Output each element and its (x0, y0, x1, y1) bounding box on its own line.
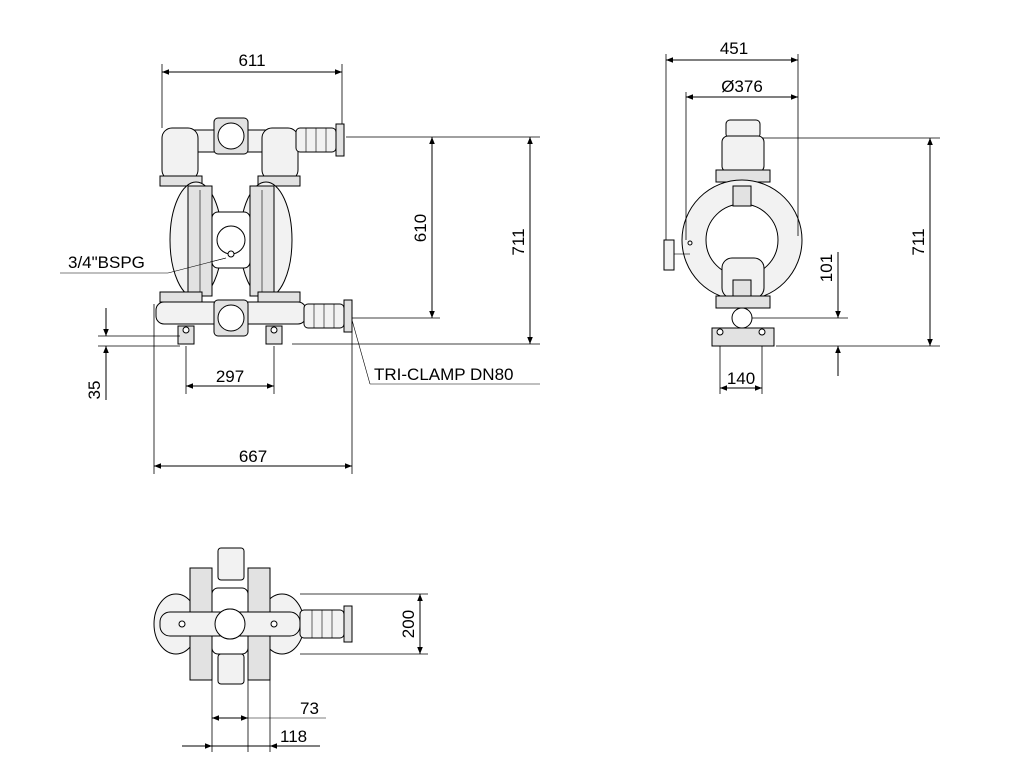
thread-label: 3/4"BSPG (68, 253, 145, 272)
dim-711b-text: 711 (909, 228, 928, 255)
front-dimensions: 611 610 711 3/4"BSPG 35 297 TRI-CLAMP DN… (60, 51, 540, 474)
dim-667-text: 667 (239, 447, 267, 466)
side-view (663, 119, 803, 347)
dim-711-text: 711 (509, 228, 528, 255)
dim-297-text: 297 (216, 367, 244, 386)
dim-376-text: Ø376 (721, 77, 763, 96)
front-view (155, 117, 353, 345)
dim-101-text: 101 (817, 254, 836, 282)
dim-140-text: 140 (727, 369, 755, 388)
dim-200-text: 200 (399, 610, 418, 638)
dim-73-text: 73 (300, 699, 319, 718)
dim-610-text: 610 (411, 214, 430, 242)
dim-118-text: 118 (280, 727, 307, 746)
dim-451-text: 451 (720, 39, 748, 58)
top-view (153, 547, 353, 685)
dim-35-text: 35 (85, 381, 104, 400)
top-dimensions: 200 73 118 (182, 593, 428, 752)
dim-611-text: 611 (238, 51, 265, 70)
side-dimensions: 451 Ø376 711 101 140 (665, 39, 940, 394)
clamp-label: TRI-CLAMP DN80 (374, 365, 514, 384)
